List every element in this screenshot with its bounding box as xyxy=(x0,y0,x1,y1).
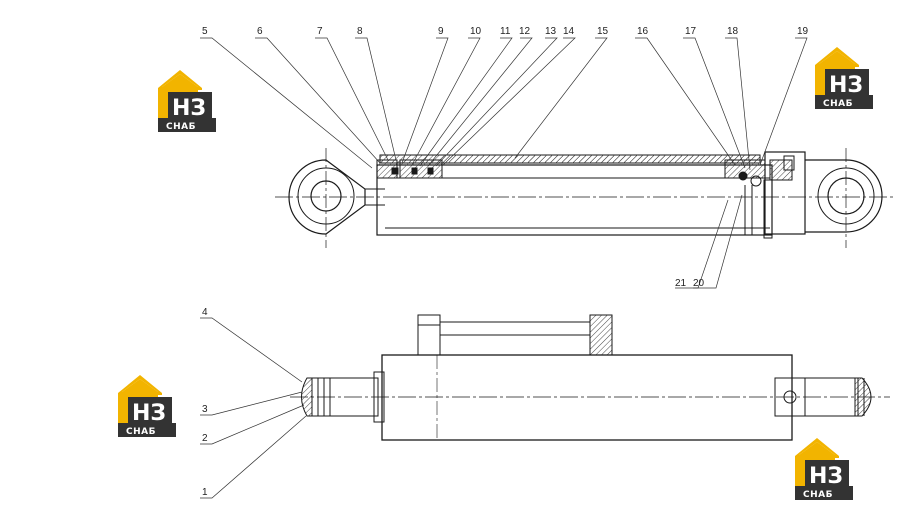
logo-letters: НЗ xyxy=(132,401,166,426)
callout-14: 14 xyxy=(563,26,575,37)
callout-13: 13 xyxy=(545,26,557,37)
callout-15: 15 xyxy=(597,26,609,37)
callout-18: 18 xyxy=(727,26,739,37)
logo-letters: НЗ xyxy=(172,96,206,121)
logo-caption: СНАБ xyxy=(823,99,853,109)
logo-bottom-left: НЗ СНАБ xyxy=(118,375,176,437)
logo-letters: НЗ xyxy=(829,73,863,98)
callout-12: 12 xyxy=(519,26,531,37)
callout-labels: 5 6 7 8 9 10 11 12 13 14 15 16 17 18 19 … xyxy=(202,26,809,498)
callout-17: 17 xyxy=(685,26,697,37)
callout-6: 6 xyxy=(257,26,263,37)
callout-7: 7 xyxy=(317,26,323,37)
logo-top-left: НЗ СНАБ xyxy=(158,70,216,132)
callout-19: 19 xyxy=(797,26,809,37)
callout-10: 10 xyxy=(470,26,482,37)
logo-caption: СНАБ xyxy=(126,427,156,437)
callout-11: 11 xyxy=(500,26,511,37)
callout-3: 3 xyxy=(202,404,208,415)
callout-leaders xyxy=(200,37,808,499)
logo-letters: НЗ xyxy=(809,464,843,489)
callout-1: 1 xyxy=(202,487,208,498)
callout-21: 21 xyxy=(675,278,687,289)
callout-16: 16 xyxy=(637,26,649,37)
callout-4: 4 xyxy=(202,307,208,318)
callout-8: 8 xyxy=(357,26,363,37)
section-view xyxy=(275,148,895,248)
callout-20: 20 xyxy=(693,278,705,289)
logo-bottom-right: НЗ СНАБ xyxy=(795,438,853,500)
logo-top-right: НЗ СНАБ xyxy=(815,47,873,109)
logo-caption: СНАБ xyxy=(803,490,833,500)
callout-9: 9 xyxy=(438,26,444,37)
callout-2: 2 xyxy=(202,433,208,444)
logo-caption: СНАБ xyxy=(166,122,196,132)
exterior-view xyxy=(290,314,890,441)
callout-5: 5 xyxy=(202,26,208,37)
